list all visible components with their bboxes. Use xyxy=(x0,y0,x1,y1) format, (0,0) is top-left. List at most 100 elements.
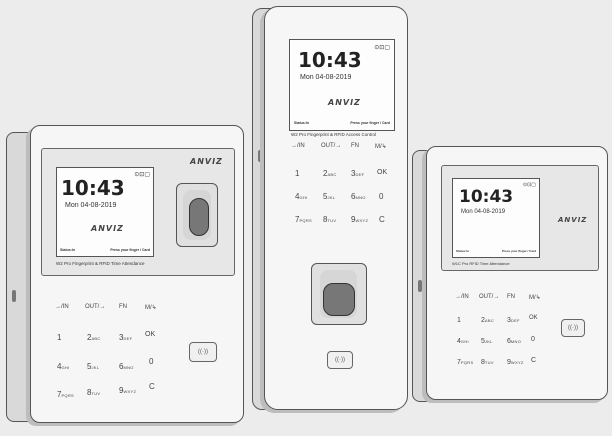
device-left-side-button[interactable] xyxy=(12,290,16,302)
key-9[interactable]: 9WXYZ xyxy=(351,215,368,224)
key-5[interactable]: 5JKL xyxy=(323,192,335,201)
key-in[interactable]: →/IN xyxy=(455,294,469,300)
key-4[interactable]: 4GHI xyxy=(295,192,307,201)
status-icons: ⊙⊡▢ xyxy=(374,45,390,51)
key-digit: 5 xyxy=(323,192,328,201)
key-digit: 1 xyxy=(295,169,300,178)
key-fn[interactable]: FN xyxy=(119,304,127,310)
key-c[interactable]: C xyxy=(379,215,385,224)
key-2[interactable]: 2ABC xyxy=(87,333,101,342)
key-9[interactable]: 9WXYZ xyxy=(507,359,524,366)
key-digit: 9 xyxy=(119,386,124,395)
device-left: ⊙⊡▢ 10:43 Mon 04-08-2019 ANVIZ Status:In… xyxy=(30,125,244,423)
key-8[interactable]: 8TUV xyxy=(481,359,494,366)
key-7[interactable]: 7PQRS xyxy=(295,215,312,224)
key-c[interactable]: C xyxy=(149,382,155,391)
model-name: W2 Pro Fingerprint & RFID Access Control xyxy=(291,132,377,137)
prompt-text: Press your finger / Card xyxy=(110,248,150,252)
key-letters: ABC xyxy=(327,172,337,177)
key-menu[interactable]: M/↳ xyxy=(375,144,387,150)
key-out[interactable]: OUT/→ xyxy=(479,294,500,300)
key-digit: 7 xyxy=(57,390,62,399)
brand-logo: ANVIZ xyxy=(328,98,361,107)
key-0[interactable]: 0 xyxy=(531,336,535,343)
key-7[interactable]: 7PQRS xyxy=(57,390,74,399)
key-ok[interactable]: OK xyxy=(529,315,538,321)
rfid-reader-icon[interactable]: ((·)) xyxy=(327,351,353,369)
key-letters: JKL xyxy=(484,339,493,344)
key-letters: DEF xyxy=(123,336,133,341)
prompt-text: Press your finger / Card xyxy=(501,249,536,253)
key-out[interactable]: OUT/→ xyxy=(85,304,106,310)
key-letters: MNO xyxy=(355,195,366,200)
key-digit: 7 xyxy=(457,359,461,366)
status-icons: ⊙⊡▢ xyxy=(522,182,536,188)
device-middle-side-button[interactable] xyxy=(258,150,262,162)
key-2[interactable]: 2ABC xyxy=(323,169,337,178)
status-text: Status:In xyxy=(294,121,309,125)
key-digit: 5 xyxy=(481,338,485,345)
key-3[interactable]: 3DEF xyxy=(507,317,520,324)
key-2[interactable]: 2ABC xyxy=(481,317,494,324)
device-right-side-button[interactable] xyxy=(418,280,422,292)
key-digit: 5 xyxy=(87,362,92,371)
key-fn[interactable]: FN xyxy=(351,143,359,149)
key-4[interactable]: 4GHI xyxy=(457,338,469,345)
key-digit: 3 xyxy=(351,169,356,178)
key-digit: 3 xyxy=(119,333,124,342)
key-5[interactable]: 5JKL xyxy=(87,362,99,371)
key-digit: 9 xyxy=(507,359,511,366)
key-0[interactable]: 0 xyxy=(379,192,384,201)
key-8[interactable]: 8TUV xyxy=(87,388,100,397)
key-in[interactable]: →/IN xyxy=(291,143,305,149)
key-c[interactable]: C xyxy=(531,357,537,364)
key-ok[interactable]: OK xyxy=(377,169,388,176)
key-menu[interactable]: M/↳ xyxy=(529,295,541,301)
rfid-reader-icon[interactable]: ((·)) xyxy=(561,319,585,337)
key-digit: 6 xyxy=(507,338,511,345)
key-menu[interactable]: M/↳ xyxy=(145,305,157,311)
key-digit: 4 xyxy=(295,192,300,201)
fingerprint-sensor[interactable] xyxy=(176,183,218,247)
key-out[interactable]: OUT/→ xyxy=(321,143,342,149)
fingerprint-pad xyxy=(322,283,356,317)
fingerprint-pad xyxy=(189,197,209,236)
key-letters: ABC xyxy=(91,336,101,341)
key-8[interactable]: 8TUV xyxy=(323,215,336,224)
key-letters: TUV xyxy=(327,218,337,223)
brand-logo: ANVIZ xyxy=(91,224,124,233)
key-9[interactable]: 9WXYZ xyxy=(119,386,136,395)
clock-date: Mon 04-08-2019 xyxy=(300,74,352,81)
key-3[interactable]: 3DEF xyxy=(119,333,132,342)
key-letters: PQRS xyxy=(299,218,312,223)
key-4[interactable]: 4GHI xyxy=(57,362,69,371)
key-1[interactable]: 1 xyxy=(57,333,61,342)
key-letters: ABC xyxy=(484,318,495,323)
status-icons: ⊙⊡▢ xyxy=(134,172,150,178)
key-ok[interactable]: OK xyxy=(145,331,156,338)
key-fn[interactable]: FN xyxy=(507,294,515,300)
status-text: Status:In xyxy=(456,249,469,253)
key-digit: 2 xyxy=(87,333,92,342)
status-text: Status:In xyxy=(60,248,75,252)
key-digit: 2 xyxy=(481,317,485,324)
fingerprint-sensor[interactable] xyxy=(311,263,367,325)
key-letters: JKL xyxy=(327,195,336,200)
key-7[interactable]: 7PQRS xyxy=(457,359,473,366)
key-digit: 1 xyxy=(457,317,461,324)
key-in[interactable]: →/IN xyxy=(55,304,69,310)
key-letters: TUV xyxy=(484,360,494,365)
key-6[interactable]: 6MNO xyxy=(119,362,134,371)
key-5[interactable]: 5JKL xyxy=(481,338,493,345)
rfid-reader-icon[interactable]: ((·)) xyxy=(189,342,217,362)
key-3[interactable]: 3DEF xyxy=(351,169,364,178)
prompt-text: Press your finger / Card xyxy=(350,121,390,125)
key-1[interactable]: 1 xyxy=(457,317,461,324)
key-6[interactable]: 6MNO xyxy=(507,338,521,345)
key-1[interactable]: 1 xyxy=(295,169,299,178)
key-6[interactable]: 6MNO xyxy=(351,192,366,201)
key-letters: JKL xyxy=(91,365,100,370)
brand-logo-panel: ANVIZ xyxy=(558,216,588,224)
clock-date: Mon 04-08-2019 xyxy=(461,209,506,215)
key-0[interactable]: 0 xyxy=(149,357,154,366)
